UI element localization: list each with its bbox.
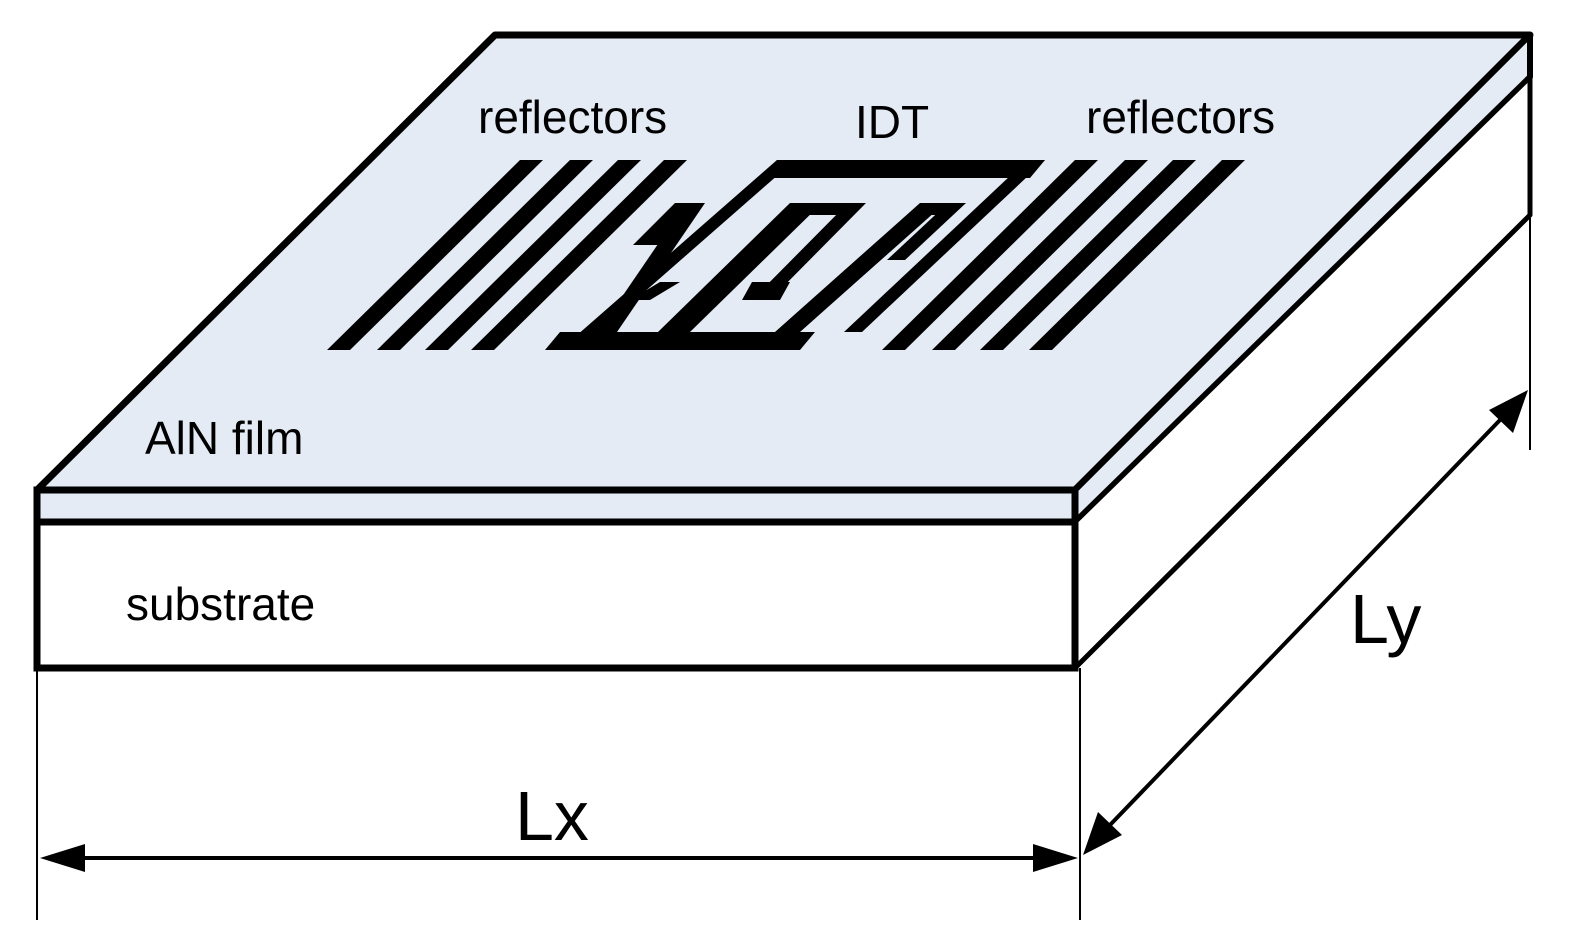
reflector-group-left <box>327 160 687 350</box>
reflector-bar <box>377 160 593 350</box>
idt-finger <box>630 282 680 300</box>
idt-bus-bottom <box>545 332 815 350</box>
reflector-bar <box>1029 160 1245 350</box>
idt-bus-top <box>762 160 1045 178</box>
reflector-bar <box>980 160 1196 350</box>
ly-label: Ly <box>1350 580 1421 658</box>
reflector-bar <box>425 160 641 350</box>
idt-bus-right <box>844 160 1045 332</box>
lx-label: Lx <box>515 777 589 855</box>
reflectors-left-label: reflectors <box>478 91 667 143</box>
idt-electrode <box>545 160 1045 350</box>
idt-finger <box>752 203 866 300</box>
idt-finger <box>775 203 945 332</box>
reflector-group-right <box>882 160 1245 350</box>
idt-finger <box>598 203 705 332</box>
arrowhead-left <box>40 844 85 872</box>
reflector-bar <box>932 160 1148 350</box>
idt-finger <box>742 282 790 300</box>
idt-label: IDT <box>855 96 929 148</box>
idt-finger <box>887 203 966 260</box>
substrate-label: substrate <box>126 578 315 630</box>
lx-dimension-arrow <box>40 844 1078 872</box>
substrate-front-face <box>33 518 1079 672</box>
reflectors-right-label: reflectors <box>1086 91 1275 143</box>
reflector-bar <box>882 160 1098 350</box>
idt-finger <box>658 203 822 332</box>
film-label: AlN film <box>145 412 303 464</box>
arrowhead-top <box>1489 390 1528 433</box>
reflector-bar <box>327 160 543 350</box>
ly-dimension-arrow <box>1083 390 1528 855</box>
arrowhead-bottom <box>1083 812 1122 855</box>
reflector-bar <box>471 160 687 350</box>
film-front-face <box>33 486 1079 526</box>
arrowhead-right <box>1033 844 1078 872</box>
